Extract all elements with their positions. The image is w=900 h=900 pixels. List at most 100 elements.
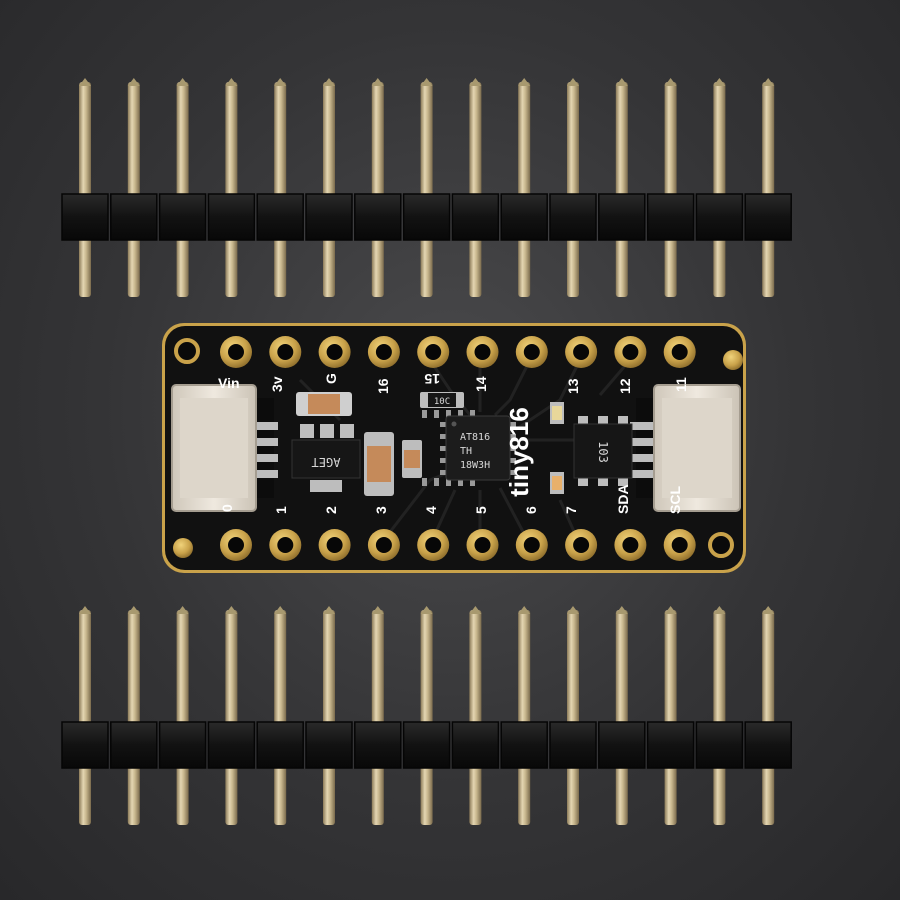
- led-bottom: [550, 472, 564, 494]
- gold-pad: [565, 336, 598, 368]
- header-pin: [664, 78, 677, 297]
- pin-label-11: 11: [673, 377, 689, 392]
- mounting-pad: [723, 350, 743, 370]
- small-resistor-marking: 10C: [434, 397, 450, 407]
- header-pin: [713, 606, 726, 825]
- pin-header-bottom: [61, 606, 792, 825]
- regulator-marking: AGET: [312, 455, 341, 469]
- mcu-marking-line-3: 18W3H: [460, 460, 490, 471]
- header-pin: [176, 78, 189, 297]
- header-pin: [567, 78, 579, 297]
- mounting-hole: [174, 338, 200, 364]
- brand-label: tiny816: [504, 407, 534, 497]
- gold-pad: [417, 336, 450, 368]
- capacitor-large: [364, 432, 394, 496]
- header-pin: [79, 606, 91, 825]
- pin-label-4: 4: [423, 506, 439, 514]
- pin-label-scl: SCL: [667, 486, 683, 514]
- pin-label-5: 5: [473, 506, 489, 514]
- pin-label-3: 3: [373, 506, 389, 514]
- header-pin: [371, 78, 384, 297]
- header-pin: [567, 606, 579, 825]
- pin-label-15: 15: [424, 371, 440, 387]
- pin-label-6: 6: [523, 506, 539, 514]
- header-pin: [615, 78, 628, 297]
- gold-pad: [417, 529, 450, 561]
- header-pin: [469, 606, 482, 825]
- header-pin: [420, 78, 433, 297]
- header-pin: [225, 78, 238, 297]
- pin-labels-top: Vin 3v G 16 15 14 13 12 11: [218, 371, 689, 394]
- pin-label-vin: Vin: [218, 375, 240, 391]
- pin-label-12: 12: [617, 378, 633, 394]
- gold-pad: [515, 336, 548, 368]
- header-pin: [518, 606, 531, 825]
- pin-label-1: 1: [273, 506, 289, 514]
- gold-pad: [565, 529, 598, 561]
- voltage-regulator: AGET: [291, 424, 361, 492]
- gold-pad: [466, 529, 499, 561]
- gold-pad: [220, 529, 252, 561]
- header-pin: [323, 606, 335, 825]
- breakout-board: AGET 10C AT816 TH 18W3H: [162, 323, 746, 573]
- pin-label-14: 14: [473, 376, 489, 392]
- header-pin: [79, 78, 91, 297]
- header-pin: [664, 606, 677, 825]
- header-pin: [323, 78, 335, 297]
- pin-label-sda: SDA: [615, 484, 631, 514]
- header-pin: [274, 78, 287, 297]
- pad-row-top: [220, 336, 696, 368]
- resistor-small: 10C: [420, 392, 464, 408]
- mounting-hole: [708, 532, 734, 558]
- header-pin: [371, 606, 384, 825]
- resistor-network: 103: [573, 416, 633, 486]
- led-top: [550, 402, 564, 424]
- microcontroller-chip: AT816 TH 18W3H: [422, 410, 516, 486]
- header-plastic-block: [61, 193, 792, 241]
- pad-row-bottom: [220, 529, 696, 561]
- gold-pad: [318, 529, 351, 561]
- header-pin: [713, 78, 726, 297]
- pin-label-g: G: [323, 373, 339, 384]
- mcu-marking-line-1: AT816: [460, 432, 490, 443]
- gold-pad: [515, 529, 548, 561]
- capacitor-top: [296, 392, 352, 416]
- pin-label-2: 2: [323, 506, 339, 514]
- pin-label-16: 16: [375, 378, 391, 394]
- header-pin: [762, 606, 775, 825]
- header-pin: [176, 606, 189, 825]
- gold-pad: [220, 336, 252, 368]
- gold-pad: [269, 529, 302, 561]
- header-pin: [518, 78, 531, 297]
- gold-pad: [269, 336, 302, 368]
- gold-pad: [614, 529, 647, 561]
- gold-pad: [663, 336, 696, 368]
- header-pin: [225, 606, 238, 825]
- header-pin: [274, 606, 287, 825]
- header-pin: [420, 606, 433, 825]
- header-pin: [127, 606, 140, 825]
- header-pin: [615, 606, 628, 825]
- gold-pad: [367, 336, 400, 368]
- header-plastic-block: [61, 721, 792, 769]
- header-pin: [469, 78, 482, 297]
- gold-pad: [367, 529, 400, 561]
- header-pin: [127, 78, 140, 297]
- stemma-connector-left: [171, 384, 278, 512]
- pin-labels-bottom: 0 1 2 3 4 5 6 7 SDA SCL: [219, 484, 683, 514]
- gold-pad: [466, 336, 499, 368]
- gold-pad: [614, 336, 647, 368]
- pin-header-top: [61, 78, 792, 297]
- capacitor-small: [402, 440, 422, 478]
- resistor-marking: 103: [596, 441, 610, 463]
- pin-label-13: 13: [565, 378, 581, 394]
- mounting-pad: [173, 538, 193, 558]
- gold-pad: [318, 336, 351, 368]
- header-pin: [762, 78, 775, 297]
- pin-label-7: 7: [563, 506, 579, 514]
- gold-pad: [663, 529, 696, 561]
- pin-label-0: 0: [219, 504, 235, 512]
- stemma-connector-right: [630, 384, 741, 512]
